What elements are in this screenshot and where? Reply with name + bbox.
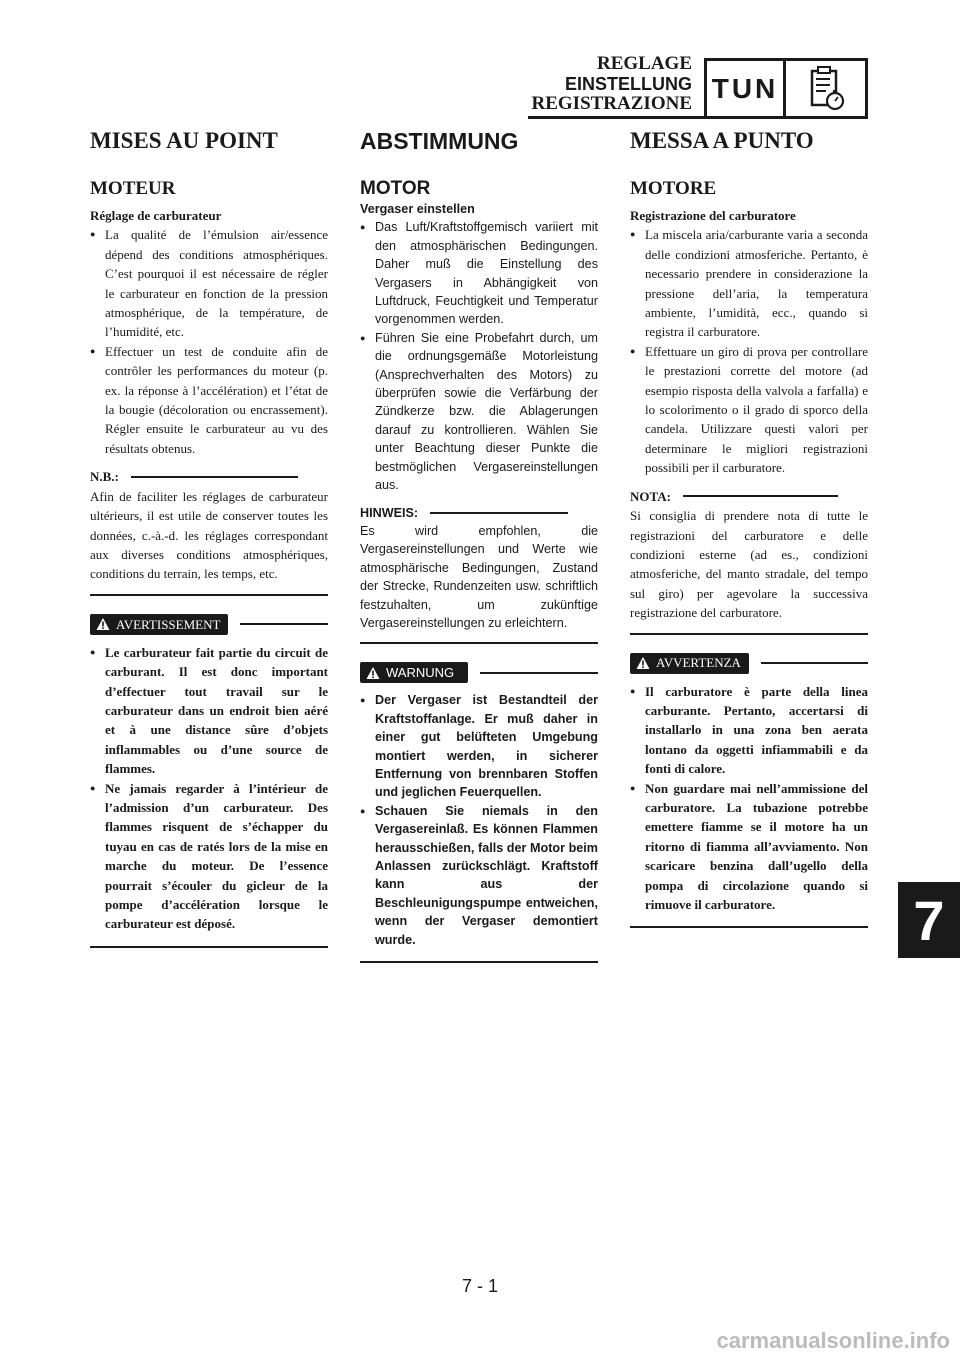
- warning-triangle-icon: [96, 618, 110, 631]
- list-item: Effectuer un test de conduite afin de co…: [90, 342, 328, 458]
- bullet-list: Das Luft/Kraftstoffgemisch variiert mit …: [360, 218, 598, 494]
- section-title: MOTOR: [360, 178, 431, 199]
- header-title-de: EINSTELLUNG: [564, 74, 692, 94]
- heading-fr: MISES AU POINT: [90, 128, 278, 153]
- heading-it: MESSA A PUNTO: [630, 128, 814, 153]
- column-fr: MOTEUR Réglage de carburateur La qualité…: [90, 178, 328, 948]
- note-text: Si consiglia di prendere nota di tutte l…: [630, 508, 868, 621]
- list-item: Ne jamais regarder à l’intérieur de l’ad…: [90, 779, 328, 934]
- list-item: La qualité de l’émulsion air/essence dép…: [90, 225, 328, 341]
- header-title-fr: REGLAGE: [596, 53, 692, 74]
- warning-header: AVERTISSEMENT: [90, 613, 328, 635]
- list-item: Führen Sie eine Probefahrt durch, um die…: [360, 329, 598, 495]
- divider: [360, 961, 598, 964]
- subheading: Vergaser einstellen: [360, 202, 475, 216]
- list-item: Schauen Sie niemals in den Vergasereinla…: [360, 802, 598, 949]
- section-code: TUN: [704, 58, 786, 116]
- divider: [90, 593, 328, 596]
- note-label: N.B.:: [90, 467, 328, 486]
- warning-badge: WARNUNG: [360, 662, 469, 684]
- list-item: Non guardare mai nell’ammissione del car…: [630, 779, 868, 915]
- clipboard-stopwatch-icon: [786, 58, 868, 116]
- note-text: Afin de faciliter les réglages de carbur…: [90, 488, 328, 582]
- divider: [630, 632, 868, 635]
- column-it: MOTORE Registrazione del carburatore La …: [630, 178, 868, 929]
- warning-triangle-icon: [366, 666, 380, 679]
- heading-de: ABSTIMMUNG: [360, 128, 519, 154]
- divider: [90, 945, 328, 948]
- list-item: Effettuare un giro di prova per controll…: [630, 342, 868, 478]
- warning-triangle-icon: [636, 657, 650, 670]
- note-label: NOTA:: [630, 487, 868, 506]
- divider: [360, 642, 598, 645]
- bullet-list: La miscela aria/carburante varia a secon…: [630, 225, 868, 477]
- warning-list: Der Vergaser ist Bestandteil der Kraftst…: [360, 691, 598, 949]
- list-item: Das Luft/Kraftstoffgemisch variiert mit …: [360, 218, 598, 328]
- list-item: Il carburatore è parte della linea carbu…: [630, 682, 868, 779]
- column-de: MOTOR Vergaser einstellen Das Luft/Kraft…: [360, 178, 598, 964]
- divider: [630, 926, 868, 929]
- subheading: Registrazione del carburatore: [630, 208, 796, 223]
- list-item: Le carburateur fait partie du circuit de…: [90, 643, 328, 779]
- list-item: La miscela aria/carburante varia a secon…: [630, 225, 868, 341]
- bullet-list: La qualité de l’émulsion air/essence dép…: [90, 225, 328, 458]
- warning-badge: AVVERTENZA: [630, 652, 749, 674]
- warning-badge: AVERTISSEMENT: [90, 613, 229, 635]
- chapter-tab: 7: [898, 882, 960, 958]
- header-title-it: REGISTRAZIONE: [531, 93, 693, 114]
- note-label: HINWEIS:: [360, 504, 598, 522]
- note-text: Es wird empfohlen, die Vergasereinstellu…: [360, 523, 598, 630]
- list-item: Der Vergaser ist Bestandteil der Kraftst…: [360, 691, 598, 801]
- watermark: carmanualsonline.info: [716, 1328, 951, 1353]
- header-rule: [528, 116, 868, 119]
- header-titles: REGLAGE EINSTELLUNG REGISTRAZIONE: [532, 54, 693, 114]
- section-title: MOTEUR: [90, 178, 176, 199]
- page-number: 7 - 1: [461, 1276, 499, 1296]
- subheading: Réglage de carburateur: [90, 208, 222, 223]
- section-title: MOTORE: [630, 178, 717, 199]
- warning-list: Le carburateur fait partie du circuit de…: [90, 643, 328, 934]
- warning-header: AVVERTENZA: [630, 652, 868, 674]
- warning-header: WARNUNG: [360, 662, 598, 684]
- warning-list: Il carburatore è parte della linea carbu…: [630, 682, 868, 915]
